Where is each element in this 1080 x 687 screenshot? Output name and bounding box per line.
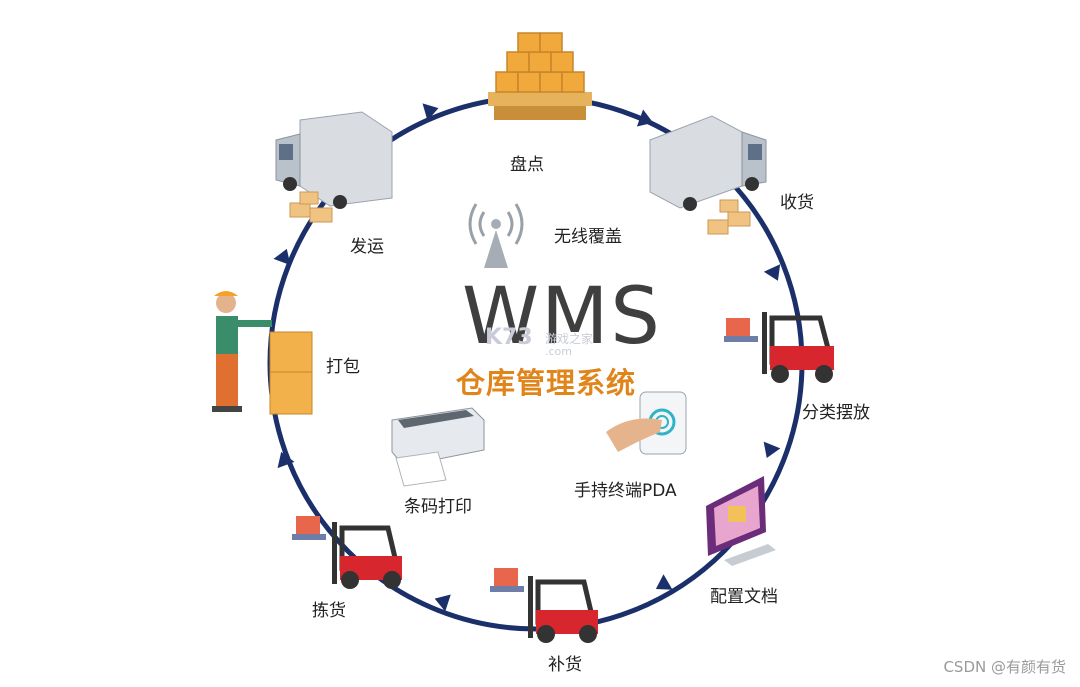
label-config-docs: 配置文档: [710, 587, 778, 607]
arrow-icon: [273, 248, 291, 266]
label-shipping: 发运: [350, 237, 384, 257]
boxes-receiving-icon: [707, 199, 751, 235]
arrow-icon: [763, 264, 781, 281]
monitor-icon: [706, 476, 776, 566]
barcode-printer-icon: [391, 407, 485, 487]
direction-arrows: [273, 103, 781, 612]
label-barcode: 条码打印: [404, 497, 472, 517]
box-pallet-icon: [488, 32, 592, 120]
label-packing: 打包: [326, 357, 360, 377]
wms-subtitle: 仓库管理系统: [456, 366, 637, 400]
forklift-sorting-icon: [724, 312, 834, 383]
wms-title: WMS: [462, 272, 662, 362]
wireless-icon: [468, 203, 524, 268]
label-wireless: 无线覆盖: [554, 227, 622, 247]
watermark-logo: K73: [485, 325, 533, 350]
label-pda: 手持终端PDA: [574, 481, 677, 501]
worker-packing-icon: [212, 291, 272, 412]
pda-device-icon: [606, 391, 687, 455]
label-picking: 拣货: [312, 601, 346, 621]
label-replenish: 补货: [548, 655, 582, 675]
forklift-picking-icon: [292, 516, 402, 589]
arrow-icon: [277, 451, 295, 469]
box-stack-icon: [269, 331, 313, 415]
arrow-icon: [636, 109, 654, 127]
arrow-icon: [422, 103, 439, 121]
label-receiving: 收货: [780, 193, 814, 213]
forklift-replenish-icon: [490, 568, 598, 643]
arrow-icon: [655, 574, 673, 590]
credit-text: CSDN @有颜有货: [943, 658, 1066, 676]
label-inventory: 盘点: [510, 155, 544, 175]
arrow-icon: [763, 441, 781, 458]
arrow-icon: [434, 594, 451, 612]
watermark-domain: .com: [545, 345, 572, 358]
watermark-text: 游戏之家: [545, 332, 594, 346]
label-sorting: 分类摆放: [802, 403, 870, 423]
truck-receiving-icon: [649, 115, 767, 211]
boxes-shipping-icon: [289, 191, 333, 223]
truck-shipping-icon: [275, 111, 393, 209]
